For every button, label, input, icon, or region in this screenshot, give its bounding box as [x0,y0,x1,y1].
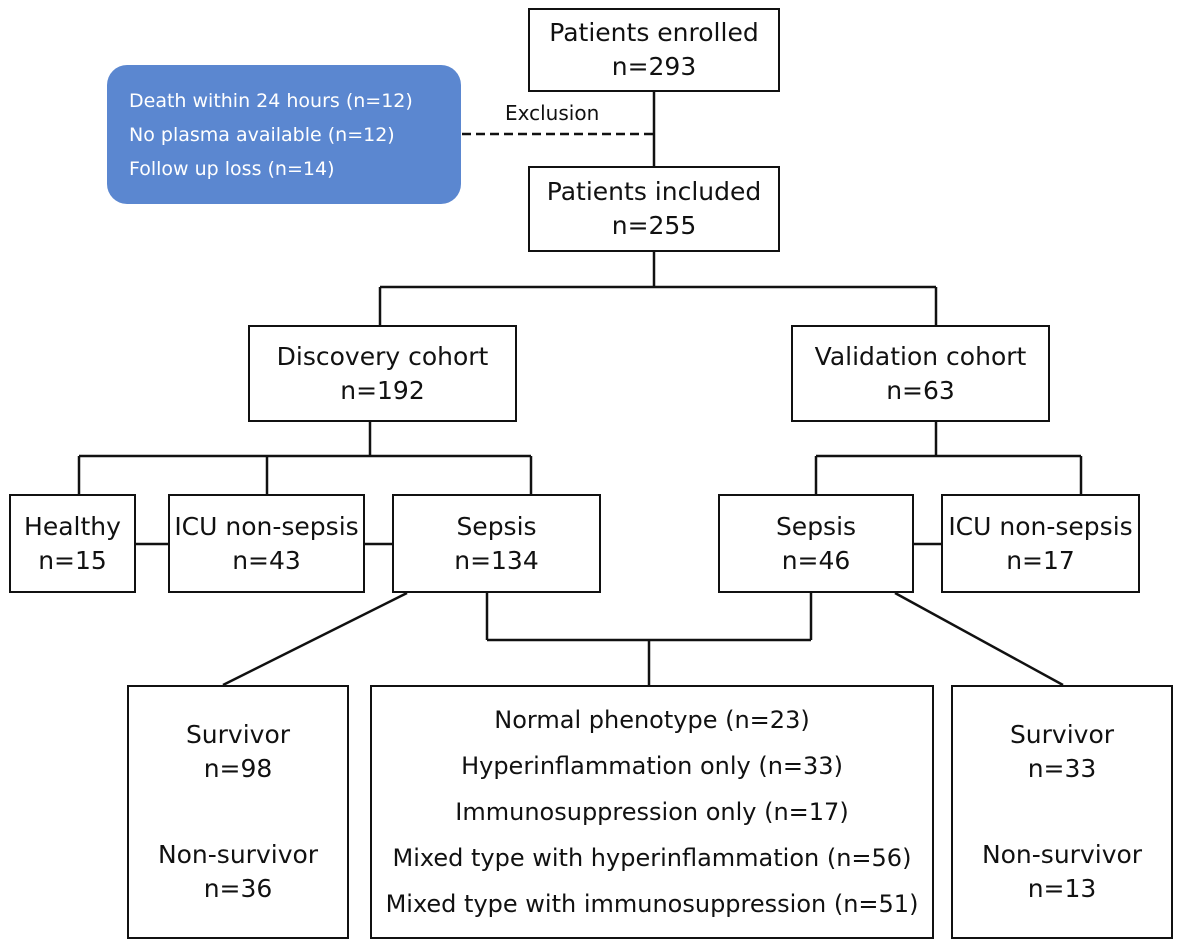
validation-cohort-count: n=63 [886,375,955,405]
icu-non-sepsis-discovery-box: ICU non-sepsis n=43 [168,494,365,593]
validation-outcome-box: Survivor n=33 Non-survivor n=13 [951,685,1173,939]
sepsis-discovery-box: Sepsis n=134 [392,494,601,593]
validation-cohort-box: Validation cohort n=63 [791,325,1050,422]
patients-included-count: n=255 [611,211,697,240]
icu-non-sepsis-validation-box: ICU non-sepsis n=17 [941,494,1140,593]
discovery-nonsurvivor-label: Non-survivor [157,840,319,869]
validation-survivor-count: n=33 [1027,754,1097,783]
sepsis-discovery-count: n=134 [454,545,539,575]
discovery-survivor-label: Survivor [185,720,291,749]
phenotype-hyperinflammation: Hyperinflammation only (n=33) [461,752,843,780]
validation-nonsurvivor-count: n=13 [1027,874,1097,903]
validation-survivor-label: Survivor [1009,720,1115,749]
exclusion-label: Exclusion [505,101,600,125]
patients-included-title: Patients included [546,177,762,206]
discovery-nonsurvivor-count: n=36 [203,874,273,903]
discovery-survivor-count: n=98 [203,754,273,783]
sepsis-validation-box: Sepsis n=46 [718,494,914,593]
exclusion-item-plasma: No plasma available (n=12) [129,123,395,146]
sepsis-validation-count: n=46 [781,545,851,575]
healthy-count: n=15 [38,545,107,575]
icu-non-sepsis-discovery-title: ICU non-sepsis [174,511,359,541]
icu-non-sepsis-validation-title: ICU non-sepsis [948,511,1133,541]
icu-non-sepsis-discovery-count: n=43 [232,545,301,575]
sepsis-validation-title: Sepsis [775,511,857,541]
sepsis-discovery-title: Sepsis [456,511,537,541]
discovery-cohort-box: Discovery cohort n=192 [248,325,517,422]
healthy-title: Healthy [24,511,121,541]
connector-sepsis-to-survival-right [894,591,1064,687]
connector-sepsis-to-survival-left [222,591,408,687]
patients-enrolled-title: Patients enrolled [549,18,759,47]
phenotype-normal: Normal phenotype (n=23) [494,706,810,734]
patients-enrolled-count: n=293 [611,52,697,81]
exclusion-item-followup: Follow up loss (n=14) [129,157,335,180]
validation-nonsurvivor-label: Non-survivor [981,840,1143,869]
healthy-box: Healthy n=15 [9,494,136,593]
discovery-cohort-title: Discovery cohort [276,341,489,371]
patients-enrolled-box: Patients enrolled n=293 [528,8,780,92]
exclusion-item-death: Death within 24 hours (n=12) [129,89,413,112]
icu-non-sepsis-validation-count: n=17 [1006,545,1075,575]
phenotype-box: Normal phenotype (n=23) Hyperinflammatio… [370,685,934,939]
exclusion-box: Death within 24 hours (n=12) No plasma a… [107,65,461,204]
phenotype-immunosuppression: Immunosuppression only (n=17) [455,798,849,826]
patients-included-box: Patients included n=255 [528,166,780,252]
validation-cohort-title: Validation cohort [814,341,1027,371]
discovery-outcome-box: Survivor n=98 Non-survivor n=36 [127,685,349,939]
phenotype-mixed-immunosuppression: Mixed type with immunosuppression (n=51) [385,890,919,918]
phenotype-mixed-hyperinflammation: Mixed type with hyperinflammation (n=56) [392,844,912,872]
discovery-cohort-count: n=192 [340,375,425,405]
